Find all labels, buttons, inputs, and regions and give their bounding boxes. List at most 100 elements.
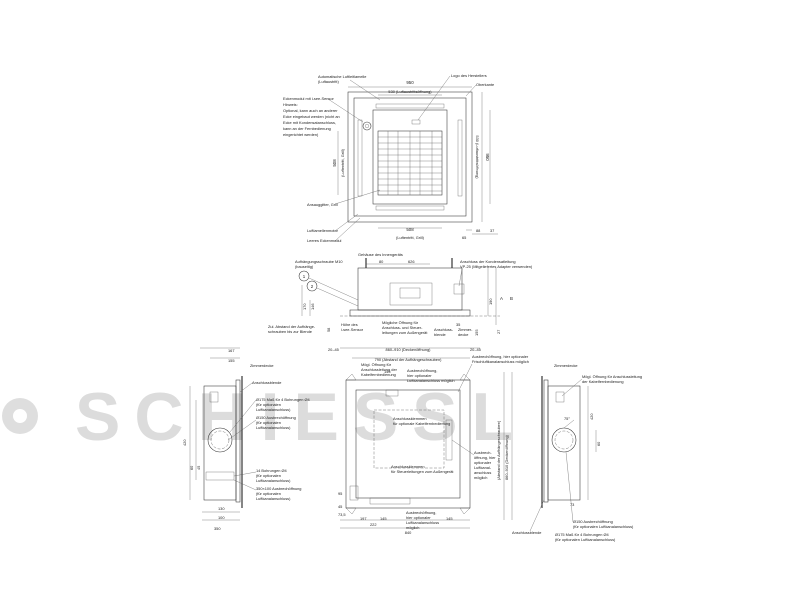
right-duct-circle [551, 427, 577, 453]
dim-840: 840 [405, 530, 412, 535]
top-view-outline [347, 91, 473, 223]
label-possible-opening-2: Anschluss- und Steuer- [382, 325, 423, 330]
side-view-cutout [389, 282, 433, 306]
label-d14-3: Luftkanalanschluss) [256, 478, 291, 483]
label-height-isee-2: i-see-Sensor [341, 327, 364, 332]
right-view: Zimmerdecke Mögl. Öffnung für Anschlussl… [512, 363, 642, 542]
dim-100-left: 100 [218, 515, 225, 520]
dim-35: 35 [456, 322, 460, 327]
dim-45: 45 [338, 504, 342, 509]
dim-860-910: 860–910 (Deckenöffnung) [386, 347, 432, 352]
isee-sensor-lens-icon [365, 124, 369, 128]
dim-222: 222 [370, 522, 377, 527]
label-corner-module-2: Hinweis: [283, 102, 298, 107]
label-logo: Logo des Herstellers [451, 73, 487, 78]
label-possible-opening-3: leitungen zum Außengerät [382, 330, 428, 335]
cutout-bottom [369, 497, 411, 505]
dim-170: 170 [302, 303, 307, 310]
label-d175-1: Ø175 Maß für 4 Bohrungen Ø4 [256, 397, 310, 402]
dim-530-top: 530 (Luftaustrittsöffnung) [388, 89, 432, 94]
label-right-angle: 75° [564, 416, 570, 421]
label-d150-2: (für optionalen [256, 420, 281, 425]
dim-790: 790 (Abstand der Aufhängeschrauben) [375, 357, 443, 362]
dim-146: 146 [310, 304, 315, 311]
label-drain-connection: Anschluss der Kondensatleitung [460, 259, 516, 264]
dim-73-right: 73 [570, 502, 574, 507]
dim-130: 130 [218, 506, 225, 511]
dim-530-right: 530 (Luftaustrittsöffnung) [475, 135, 480, 179]
side-view: 1 2 Gehäuse des Innengeräts Aufhängungss… [268, 252, 533, 337]
callout-1-circle [298, 270, 310, 282]
dim-190: 190 [488, 298, 493, 305]
dim-167: 167 [228, 348, 235, 353]
watermark: SCHIESSL [2, 379, 513, 455]
label-cutout-right-4: Luftkanal- [474, 465, 492, 470]
dim-73-5: 73,5 [338, 512, 346, 517]
left-view: 167 155 Zimmerdecke Anschlussblende Ø175… [182, 347, 310, 531]
label-air-inlet-left: (Luftentritt, Grill) [340, 148, 345, 177]
left-rect-cutout [205, 471, 235, 481]
label-air-inlet-grille: Ansauggitter, Grill [307, 202, 338, 207]
label-height-isee-1: Höhe des [341, 322, 358, 327]
label-right-d175-1: Ø175 Maß für 4 Bohrungen Ø4 [555, 532, 609, 537]
dim-155-left: 155 [228, 358, 235, 363]
dim-145b: 145 [446, 516, 453, 521]
dim-420-left: 420 [182, 439, 187, 446]
drain-outlet [453, 283, 465, 295]
dim-45-left: 45 [196, 466, 201, 470]
label-min-dist-2: schrauben bis zur Blende [268, 329, 312, 334]
outlet-slot-left [357, 119, 363, 197]
label-cutout-fresh-1: Ausbrechöffnung, hier optionaler [472, 354, 529, 359]
dim-27: 27 [496, 330, 501, 334]
label-connection-cover-2: blende [434, 332, 446, 337]
terminal-area [373, 409, 445, 469]
hanger-bracket-bl [345, 507, 357, 515]
dim-145a: 145 [380, 516, 387, 521]
label-d14-2: (für optionalen [256, 473, 281, 478]
label-right-remote-1: Mögl. Öffnung für Anschlussleitung [582, 374, 642, 379]
top-view-panel [353, 97, 467, 217]
label-top-edge: Oberkante [476, 82, 494, 87]
dim-950-top: 950 [406, 80, 414, 85]
label-left-cover: Anschlussblende [252, 380, 281, 385]
label-louver-motor: Luftlamellenmotor [307, 228, 339, 233]
label-corner-module-1: Eckenmodul mit i-see-Sensor [283, 96, 335, 101]
dim-hanging-v: (Abstand der Aufhängeschrauben) [496, 420, 501, 480]
drain-box [349, 485, 359, 501]
label-right-d175-2: (für optionalen Luftkanalanschluss) [555, 537, 616, 542]
dim-20-45-left: 20–45 [328, 347, 339, 352]
label-terminal-2: für optionale Kabelfernbedienung [393, 421, 450, 426]
label-d175-3: Luftkanalanschluss) [256, 407, 291, 412]
label-right-d150-2: (für optionalen Luftkanalanschluss) [573, 524, 634, 529]
top-view: 950 530 (Luftaustrittsöffnung) 508 (Luft… [283, 73, 498, 243]
label-left-ceiling: Zimmerdecke [250, 363, 274, 368]
label-d150-3: Luftkanalanschluss) [256, 425, 291, 430]
dim-60-right: 60 [596, 441, 601, 446]
dim-508-bottom: 508 [406, 227, 414, 232]
label-hanging-bolt: Aufhängungsschraube M10 [295, 259, 343, 264]
dim-B: B [510, 296, 513, 301]
side-view-panel [349, 309, 471, 317]
label-cutout-right-1: Ausbrech- [474, 450, 492, 455]
label-cutout-fresh-2: Frischluftkanalanschluss möglich [472, 359, 529, 364]
label-air-outlet: (Luftaustritt) [318, 79, 339, 84]
label-possible-opening-1: Mögliche Öffnung für [382, 320, 419, 325]
label-d14-1: 14 Bohrungen Ø4 [256, 468, 288, 473]
label-housing-title: Gehäuse des Innengeräts [358, 252, 403, 257]
label-cutout-right-2: öffnung, hier [474, 455, 496, 460]
dim-145c: 145 [384, 369, 391, 374]
side-view-housing [357, 267, 463, 311]
hanger-bracket-br [459, 507, 471, 515]
label-connection-cover-1: Anschluss- [434, 327, 454, 332]
dim-80: 80 [379, 259, 384, 264]
dim-37: 37 [490, 228, 494, 233]
dim-A: A [500, 296, 503, 301]
dim-350-left: 350 [214, 526, 221, 531]
side-view-cutout-inner [399, 287, 421, 299]
right-upper-box [555, 391, 565, 403]
callout-1: 1 [303, 274, 306, 279]
left-upper-box [209, 391, 219, 403]
bottom-view-outline [345, 379, 471, 509]
